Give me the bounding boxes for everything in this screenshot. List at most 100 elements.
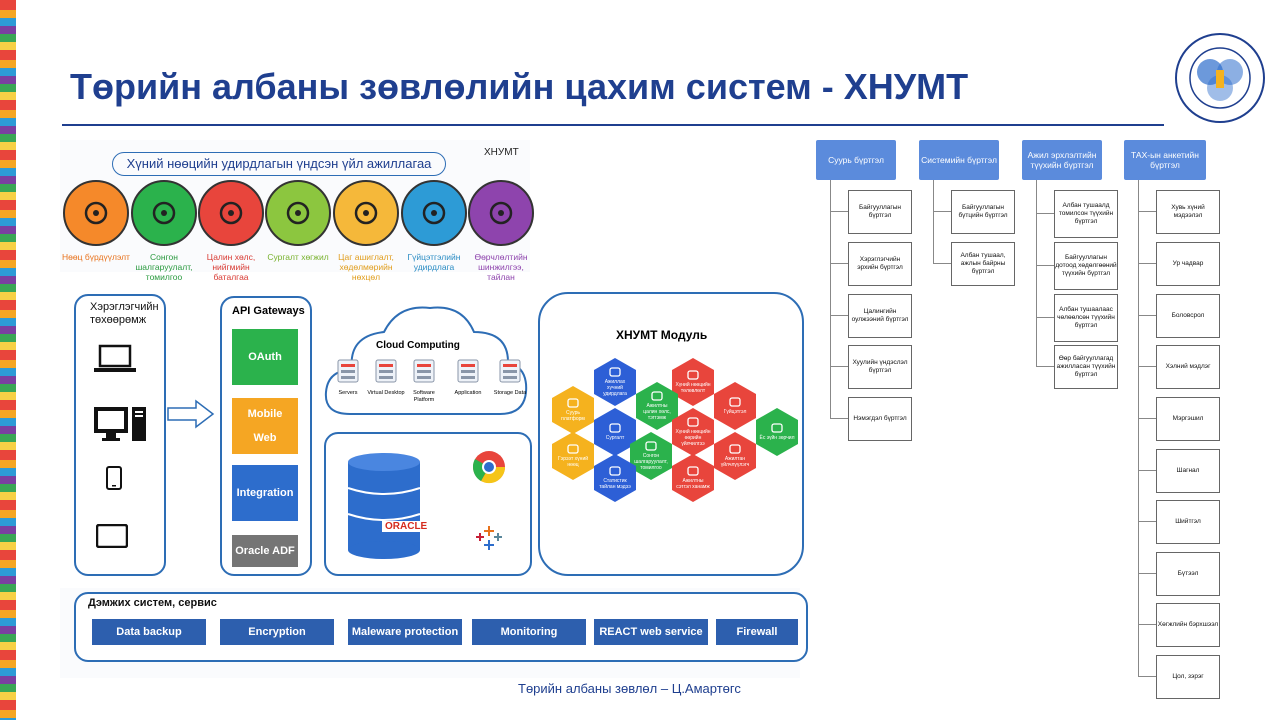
org-item: Хэрэглэгчийн эрхийн бүртгэл [848, 242, 912, 286]
org-item: Цол, зэрэг [1156, 655, 1220, 699]
presentation-icon [131, 180, 197, 246]
footer-author: Төрийн албаны зөвлөл – Ц.Амартөгс [518, 681, 741, 696]
module-hex-label: Сургалт [605, 435, 625, 441]
module-hex-icon [771, 423, 783, 433]
hr-tag: ХНУМТ [484, 147, 519, 158]
module-hex-label: Гэрээт хүний нөөц [557, 456, 589, 468]
cloud-item-label: Virtual Desktop [367, 390, 405, 396]
module-hex: Ажиллах хүчний удирдлага [594, 358, 636, 406]
page-title: Төрийн албаны зөвлөлийн цахим систем - Х… [70, 66, 969, 107]
support-service-1: Encryption [220, 619, 334, 645]
chrome-icon [472, 450, 506, 489]
org-column-header: ТАХ-ын анкетийн бүртгэл [1124, 140, 1206, 180]
org-item: Байгууллагын бүтцийн бүртгэл [951, 190, 1015, 234]
module-hex: Суурь платформ [552, 386, 594, 434]
laptop-icon [94, 344, 136, 379]
org-item: Хэлний мэдлэг [1156, 345, 1220, 389]
module-hex: Ажилтны цалин хөлс, тэтгэмж [636, 382, 678, 430]
module-hex-label: Суурь платформ [561, 410, 585, 422]
module-hex-label: Ажиллах хүчний удирдлага [603, 379, 627, 397]
org-connector [1036, 317, 1054, 318]
org-connector [1138, 624, 1156, 625]
database-icon [346, 452, 422, 565]
api-gateways-title: API Gateways [232, 305, 305, 317]
org-connector [1036, 265, 1054, 266]
cloud-computing-title: Cloud Computing [376, 340, 460, 351]
hr-function-item: Цалин хөлс, нийгмийн баталгаа [197, 180, 265, 282]
module-hex-icon [729, 444, 741, 454]
module-hex: Статистик тайлан мэдээ [594, 454, 636, 502]
org-column-header: Системийн бүртгэл [919, 140, 999, 180]
org-connector [1036, 366, 1054, 367]
org-connector [1138, 211, 1156, 212]
cloud-item-label: Application [454, 390, 482, 396]
cloud-item-label: Storage Data [493, 390, 527, 396]
module-hex-icon [567, 444, 579, 454]
module-hex-label: Ажилтан үйлчлүүлэгч [720, 456, 750, 468]
org-connector [1138, 676, 1156, 677]
api-gateway-2: Integration [232, 465, 298, 521]
org-item: Албан тушаалаас чөлөөлсөн түүхийн бүртгэ… [1054, 294, 1118, 342]
hr-function-label: Гүйцэтгэлийн удирдлага [407, 252, 461, 272]
module-hex-icon [687, 466, 699, 476]
org-item: Хуулийн үндэслэл бүртгэл [848, 345, 912, 389]
support-service-5: Firewall [716, 619, 798, 645]
module-hex-icon [687, 417, 699, 427]
cloud-item-icon [456, 358, 480, 389]
council-logo [1174, 32, 1266, 124]
hr-function-label: Сургалт хөгжил [267, 252, 329, 262]
org-connector [830, 180, 831, 418]
cloud-item-label: Software Platform [413, 390, 435, 403]
cloud-item-icon [374, 358, 398, 389]
module-hex-icon [645, 441, 657, 451]
org-connector [1138, 263, 1156, 264]
title-underline [62, 124, 1164, 126]
module-hex-label: Ажилтны цалин хөлс, тэтгэмж [643, 403, 671, 421]
hr-function-item: Сургалт хөгжил [264, 180, 332, 262]
module-hex: Ёс зүйн зөрчил [756, 408, 798, 456]
module-hex-label: Статистик тайлан мэдээ [599, 478, 631, 490]
org-column-header: Ажил эрхлэлтийн түүхийн бүртгэл [1022, 140, 1102, 180]
org-connector [1138, 180, 1139, 676]
support-service-3: Monitoring [472, 619, 586, 645]
people-group-icon [63, 180, 129, 246]
org-item: Боловсрол [1156, 294, 1220, 338]
cycle-icon [468, 180, 534, 246]
hr-function-item: Сонгон шалгаруулалт, томилгоо [130, 180, 198, 282]
tableau-icon [474, 524, 504, 557]
hr-function-label: Цаг ашиглалт, хөдөлмөрийн нөхцөл [338, 252, 394, 282]
org-item: Шийтгэл [1156, 500, 1220, 544]
module-hex-label: Хүний нөөцийн төлөвлөлт [675, 382, 711, 394]
module-hex-icon [729, 397, 741, 407]
module-hex: Гэрээт хүний нөөц [552, 432, 594, 480]
support-services-label: Дэмжих систем, сервис [88, 597, 217, 609]
module-hex: Гүйцэтгэл [714, 382, 756, 430]
support-service-2: Maleware protection [348, 619, 462, 645]
org-connector [830, 211, 848, 212]
hr-function-item: Гүйцэтгэлийн удирдлага [400, 180, 468, 272]
module-hex: Ажилтан үйлчлүүлэгч [714, 432, 756, 480]
org-item: Цалингийн оулжээний бүртгэл [848, 294, 912, 338]
org-item: Байгууллагын бүртгэл [848, 190, 912, 234]
cloud-item-label: Servers [338, 390, 358, 396]
org-connector [1138, 521, 1156, 522]
org-connector [1138, 366, 1156, 367]
hr-function-label: Цалин хөлс, нийгмийн баталгаа [206, 252, 256, 282]
hr-function-label: Өөрчлөлтийн шинжилгээ, тайлан [474, 252, 528, 282]
module-hex-label: Ёс зүйн зөрчил [759, 435, 795, 441]
hr-function-item: Нөөц бүрдүүлэлт [62, 180, 130, 262]
org-item: Мэргэшил [1156, 397, 1220, 441]
hr-functions-title: Хүний нөөцийн удирдлагын үндсэн үйл ажил… [112, 152, 446, 176]
cloud-item-icon [412, 358, 436, 389]
org-item: Нэмэгдэл бүртгэл [848, 397, 912, 441]
module-hex-icon [609, 423, 621, 433]
decorative-side-stripe [0, 0, 16, 720]
arrow-right-icon [166, 398, 216, 435]
user-devices-box [74, 294, 166, 576]
org-connector [1138, 470, 1156, 471]
desktop-computer-icon [94, 405, 148, 448]
hr-function-item: Цаг ашиглалт, хөдөлмөрийн нөхцөл [332, 180, 400, 282]
api-gateway-0: OAuth [232, 329, 298, 385]
module-hex-icon [687, 370, 699, 380]
org-connector [933, 211, 951, 212]
